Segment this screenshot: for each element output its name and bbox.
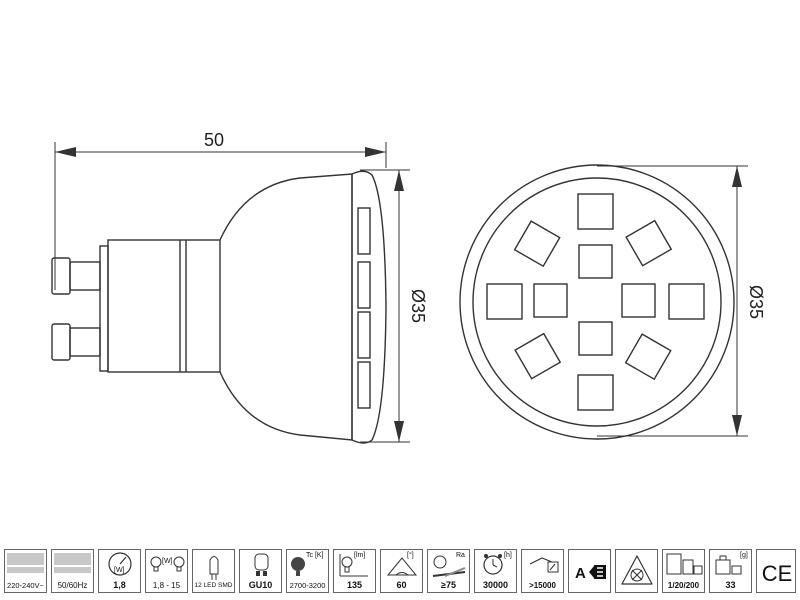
power-unit: [W] [114, 567, 125, 574]
socket-icon [254, 553, 269, 576]
luminous-flux-icon [339, 554, 368, 577]
energy-class-spec: A [568, 549, 611, 593]
color-temp-bulb-icon [291, 557, 305, 576]
switch-icon [529, 557, 559, 573]
frequency-spec: 50/60Hz [51, 549, 94, 593]
front-diameter-label: Ø35 [746, 285, 766, 319]
length-dimension-label: 50 [204, 130, 224, 150]
packaging-value: 1/20/200 [667, 581, 700, 590]
weight-value: 33 [725, 580, 736, 590]
beam-angle-spec: [°] 60 [380, 549, 423, 593]
spec-icon-bar: 220-240V~ 50/60Hz [W] 1,8 [W] 1,8 - 15 1… [4, 549, 796, 595]
package-icon [666, 553, 703, 575]
led-spec: 12 LED SMD [192, 549, 235, 593]
power-meter-icon [108, 552, 132, 576]
ce-mark: CE [762, 561, 793, 586]
weight-spec: [g] 33 [709, 549, 752, 593]
bulb-icon [150, 556, 185, 572]
energy-label-icon: A [575, 565, 606, 582]
lumen-value: 135 [346, 580, 363, 590]
power-value: 1,8 [113, 580, 126, 590]
voltage-value: 220-240V~ [7, 581, 44, 590]
side-diameter-label: Ø35 [408, 289, 428, 323]
weight-icon [715, 555, 742, 575]
frequency-bar-mid [54, 567, 91, 573]
led-value: 12 LED SMD [194, 582, 233, 589]
equivalent-value: 1,8 - 15 [152, 581, 181, 590]
beam-angle-icon [386, 557, 418, 576]
voltage-spec: 220-240V~ [4, 549, 47, 593]
lifetime-unit: [h] [504, 552, 512, 559]
socket-value: GU10 [248, 580, 273, 590]
cri-unit: Ra [456, 552, 465, 559]
ce-spec: CE [756, 549, 796, 593]
power-spec: [W] 1,8 [98, 549, 141, 593]
beam-angle-unit: [°] [407, 552, 414, 559]
equivalent-power-spec: [W] 1,8 - 15 [145, 549, 188, 593]
cri-bulb-icon [432, 555, 466, 577]
voltage-bar-top [7, 553, 44, 565]
color-temp-spec: Tc [K] 2700-3200 [286, 549, 329, 593]
cri-spec: Ra ≥75 [427, 549, 470, 593]
frequency-value: 50/60Hz [57, 581, 88, 590]
technical-drawing: 50 Ø35 Ø35 [51, 130, 766, 444]
switching-cycles-value: >15000 [529, 581, 556, 590]
cri-value: ≥75 [441, 580, 456, 590]
clock-icon [483, 554, 503, 575]
weight-unit: [g] [740, 552, 748, 559]
lumen-spec: [lm] 135 [333, 549, 376, 593]
color-temp-unit: Tc [K] [306, 552, 324, 559]
no-dimmer-icon [621, 555, 653, 585]
equivalent-unit: [W] [162, 558, 173, 565]
beam-angle-value: 60 [396, 580, 407, 590]
bulb-front-view [459, 164, 748, 440]
bulb-side-view [51, 142, 410, 444]
ce-icon: CE [762, 561, 793, 586]
packaging-spec: 1/20/200 [662, 549, 705, 593]
frequency-bar-top [54, 553, 91, 565]
led-icon [209, 556, 219, 580]
voltage-bar-mid [7, 567, 44, 573]
switching-cycles-spec: >15000 [521, 549, 564, 593]
color-temp-value: 2700-3200 [289, 581, 326, 590]
energy-class-value: A [575, 565, 586, 582]
socket-spec: GU10 [239, 549, 282, 593]
no-dimmer-spec [615, 549, 658, 593]
lumen-unit: [lm] [354, 552, 366, 559]
lifetime-spec: [h] 30000 [474, 549, 517, 593]
lifetime-value: 30000 [482, 580, 509, 590]
